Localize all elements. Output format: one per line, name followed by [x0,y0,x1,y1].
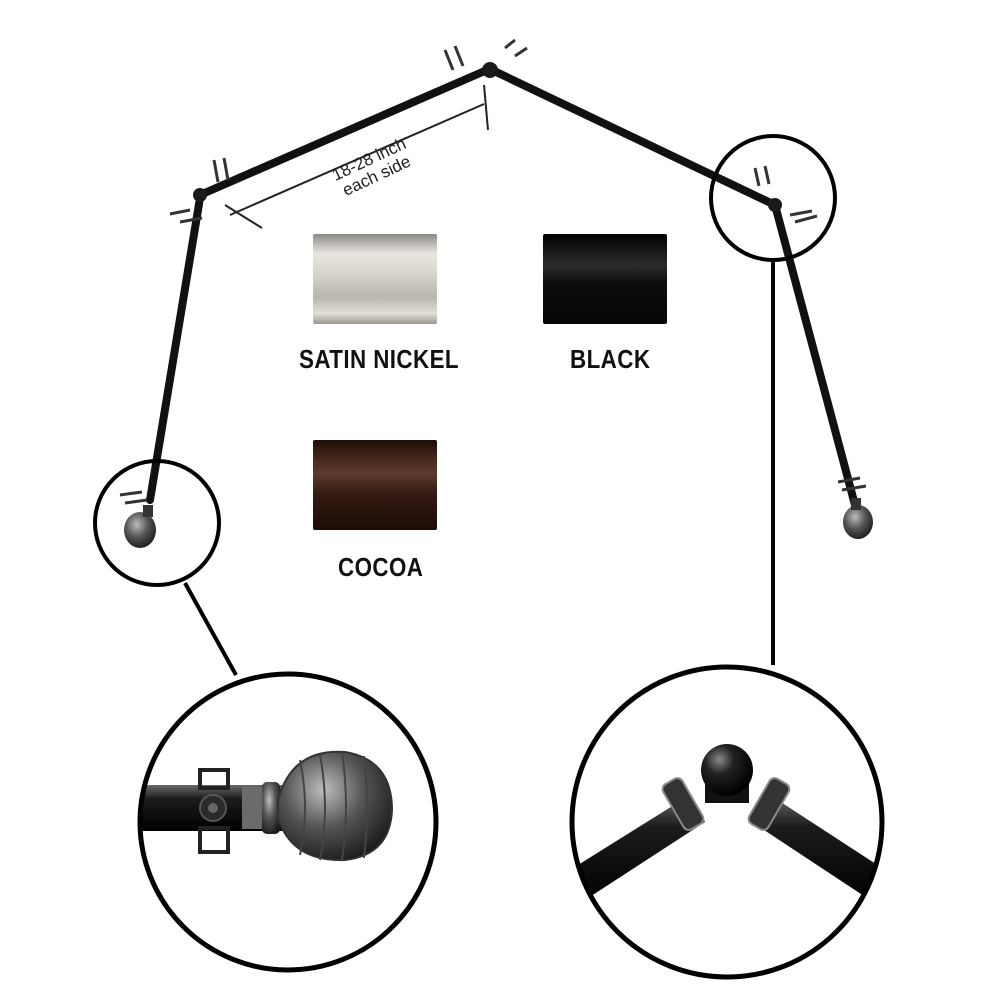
finial-left [124,512,156,548]
swatch-label-cocoa: COCOA [338,552,424,582]
corner-joint [193,188,207,202]
swatch-label-satin-nickel: SATIN NICKEL [299,344,460,374]
finial-right [843,505,873,539]
swatch-cocoa [313,440,437,530]
swatch-satin-nickel [313,234,437,324]
corner-detail-view [569,664,885,980]
rod-left-upper [196,66,491,199]
bracket [119,38,867,505]
measurement-indicator [224,84,489,229]
swatch-label-black: BLACK [570,344,651,374]
callout-circle-left [93,459,221,587]
finial-detail-view [137,671,439,973]
swatch-black [543,234,667,324]
callout-circle-right [709,134,837,262]
rod-left-vertical [146,194,204,504]
corner-joint [768,198,782,212]
callout-connector-left [183,582,238,676]
rod-right-vertical [771,201,859,509]
rod-right-upper [488,66,779,209]
corner-joint [482,62,498,78]
